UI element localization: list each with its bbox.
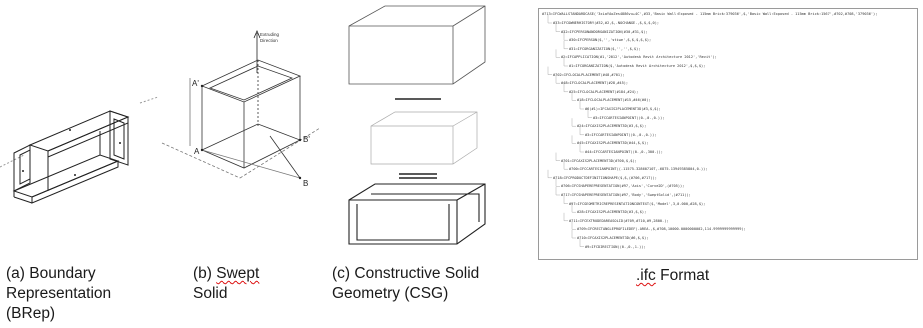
label-a-prime: A' — [192, 79, 199, 88]
ifc-entity-line: #718=IFCPRODUCTDEFINITIONSHAPE($,$,(#706… — [553, 175, 657, 180]
ifc-entity-line: #710=IFCAXIS2PLACEMENT3D(#6,$,$); — [577, 236, 649, 240]
ifc-entity-line: #48=IFCLOCALPLACEMENT(#28,#45); — [561, 81, 629, 86]
ifc-tree-lines — [547, 15, 592, 247]
caption-brep: (a) Boundary Representation (BRep) — [6, 264, 111, 324]
ifc-entity-line: #18=IFCLOCALPLACEMENT(#15,#46(#0); — [577, 98, 651, 103]
ifc-entity-line: #97=IFCGEOMETRICREPRESENTATIONCONTEXT($,… — [569, 201, 706, 206]
ifc-entity-line: #31=IFCORGANIZATION($,'','',$,$); — [569, 46, 641, 51]
caption-ifc-line1: .ifc Format — [636, 266, 709, 286]
csg-drawing — [348, 5, 486, 245]
ifc-entity-line: #700=IFCCARTESIANPOINT((-11575.32860710T… — [569, 167, 708, 172]
ifc-entity-line: #32=IFCPERSONANDORGANIZATION(#30,#31,$); — [561, 29, 648, 34]
ifc-format-panel: #713=IFCWALLSTANDARDCASE('3xLaYAoZes4886… — [538, 8, 918, 260]
ifc-entity-line: #28=IFCAXIS2PLACEMENT3D(#3,$,$); — [577, 210, 647, 215]
brep-drawing — [0, 96, 159, 204]
ifc-entity-line: #45=IFCAXIS2PLACEMENT3D(#44,$,$); — [577, 141, 649, 146]
ifc-entity-line: #1=IFCORGANIZATION($,'Autodesk Revit Arc… — [569, 64, 706, 68]
label-b: B — [303, 179, 308, 188]
caption-csg-line1: (c) Constructive Solid — [332, 265, 480, 282]
ifc-entity-line: #717=IFCSHAPEREPRESENTATION(#97,'Body','… — [561, 193, 691, 197]
caption-brep-line1: (a) Boundary — [6, 265, 96, 282]
caption-swept-word: Swept — [216, 265, 260, 282]
ifc-entity-line: #701=IFCAXIS2PLACEMENT3D(#700,$,$); — [561, 158, 637, 163]
caption-brep-line2: Representation — [6, 285, 112, 302]
caption-csg-line2: Geometry (CSG) — [332, 285, 449, 302]
ifc-entity-line: #706=IFCSHAPEREPRESENTATION(#97,'Axis','… — [561, 184, 685, 189]
ifc-entity-line: #709=IFCRECTANGLEPROFILEDEF(.AREA.,$,#70… — [577, 227, 746, 232]
ifc-entity-line: #6(#1)=IFCAXIS2PLACEMENT3D(#3,$,$); — [585, 107, 661, 111]
ifc-entity-line: #711=IFCEXTRUDEDAREASOLID(#709,#710,#9,2… — [569, 218, 669, 223]
label-a: A — [194, 147, 200, 156]
caption-swept-line1: (b) Swept — [193, 264, 259, 284]
caption-brep-line3: (BRep) — [6, 305, 56, 322]
ifc-entity-line: #3=IFCCARTESIANPOINT((0.,0.,0.)); — [585, 132, 657, 137]
caption-swept: (b) Swept Solid — [193, 264, 259, 304]
swept-solid-drawing: Extruding Direction A' A B' B — [161, 29, 321, 188]
ifc-entity-line: #9=IFCDIRECTION((0.,0.,1.)); — [585, 244, 646, 249]
caption-swept-line2: Solid — [193, 285, 228, 302]
ifc-entity-line: #3=IFCCARTESIANPOINT((0.,0.,0.)); — [593, 115, 665, 120]
ifc-header-line: #713=IFCWALLSTANDARDCASE('3xLaYAoZes4886… — [542, 12, 878, 16]
ifc-entity-line: #30=IFCPERSON($,'','stiwe',$,$,$,$,$); — [569, 38, 652, 43]
direction-label: Direction — [260, 38, 278, 43]
ifc-entity-line: #33=IFCOWNERHISTORY(#32,#2,$,.NOCHANGE.,… — [553, 21, 660, 25]
caption-ifc: .ifc Format — [636, 266, 709, 286]
ifc-entity-line: #25=IFCLOCALPLACEMENT(#184,#24); — [569, 89, 639, 94]
label-b-prime: B' — [303, 135, 310, 144]
extruding-label: Extruding — [260, 32, 280, 37]
caption-ifc-word: .ifc — [636, 267, 656, 284]
ifc-entity-line: #44=IFCCARTESIANPOINT((0.,0.,300.)); — [585, 150, 663, 154]
caption-csg: (c) Constructive Solid Geometry (CSG) — [332, 264, 479, 304]
ifc-entity-line: #24=IFCAXIS2PLACEMENT3D(#3,$,$); — [577, 124, 647, 129]
ifc-entity-line: #2=IFCAPPLICATION(#1,'2012','Autodesk Re… — [561, 55, 717, 60]
ifc-entity-line: #702=IFCLOCALPLACEMENT(#48,#701); — [553, 72, 625, 77]
caption-swept-prefix: (b) — [193, 265, 217, 282]
caption-ifc-rest: Format — [655, 267, 710, 284]
